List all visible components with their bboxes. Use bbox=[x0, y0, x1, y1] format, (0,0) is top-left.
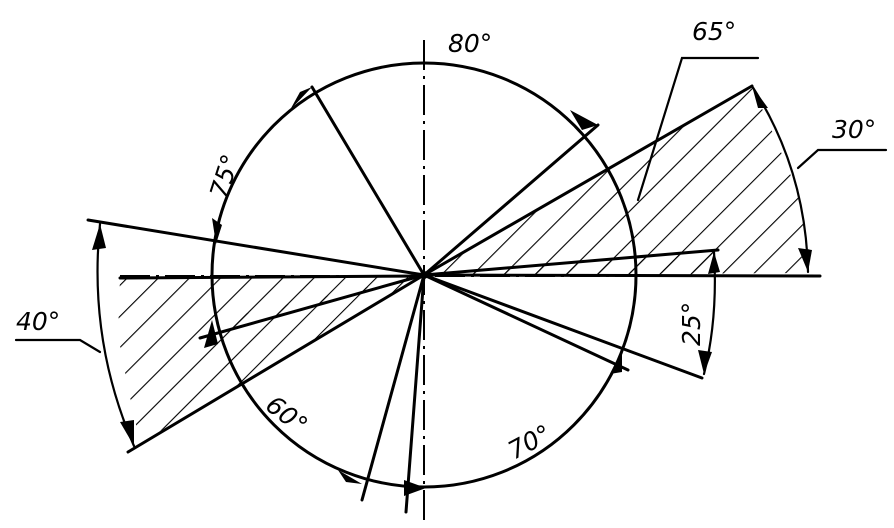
ray-left-horizontal bbox=[118, 274, 426, 280]
ray-lower-left-40 bbox=[126, 273, 426, 454]
ray-far-left bbox=[86, 218, 426, 277]
arrow-80-left bbox=[290, 87, 312, 110]
arrow-60-bottom bbox=[338, 470, 362, 484]
leader-40 bbox=[14, 338, 102, 354]
center-point bbox=[420, 271, 428, 279]
ray-down-60 bbox=[360, 273, 426, 502]
leader-65 bbox=[636, 56, 760, 202]
ray-lower-right-70 bbox=[422, 273, 630, 372]
hatched-sector-left-40 bbox=[118, 275, 424, 443]
sliver-left bbox=[200, 275, 424, 338]
label-40: 40° bbox=[16, 307, 60, 336]
narrow-slivers bbox=[200, 250, 718, 338]
arrow-25-bottom bbox=[698, 350, 712, 374]
ray-lower-right-25 bbox=[422, 273, 704, 380]
label-25: 25° bbox=[677, 302, 706, 346]
arrow-40-top bbox=[92, 224, 106, 250]
label-60: 60° bbox=[260, 390, 313, 440]
leader-30 bbox=[796, 148, 888, 170]
label-80: 80° bbox=[448, 29, 492, 58]
arrow-25-top bbox=[708, 252, 720, 274]
ray-down-near-vertical bbox=[404, 273, 426, 514]
arrow-75 bbox=[212, 218, 222, 244]
arrow-70-left bbox=[404, 480, 426, 496]
ray-upper-right bbox=[422, 123, 600, 277]
arrow-80-right bbox=[570, 110, 598, 130]
ray-to-65-leader bbox=[422, 84, 754, 277]
sliver-right bbox=[424, 250, 718, 276]
arc-40 bbox=[96, 222, 136, 448]
ray-upper-left bbox=[310, 85, 426, 277]
arrowheads bbox=[92, 86, 812, 496]
hatched-sector-right-30 bbox=[424, 86, 812, 275]
arrow-30-top bbox=[752, 86, 768, 108]
label-30: 30° bbox=[832, 115, 876, 144]
label-75: 75° bbox=[204, 151, 245, 202]
label-70: 70° bbox=[503, 419, 556, 465]
arrow-60-top bbox=[204, 320, 218, 348]
leader-lines bbox=[14, 56, 888, 354]
label-65: 65° bbox=[692, 17, 736, 46]
arrow-30-bottom bbox=[798, 248, 812, 272]
arrow-70-right bbox=[610, 352, 622, 374]
hatched-sectors bbox=[118, 86, 812, 443]
arrow-40-bottom bbox=[120, 420, 134, 446]
